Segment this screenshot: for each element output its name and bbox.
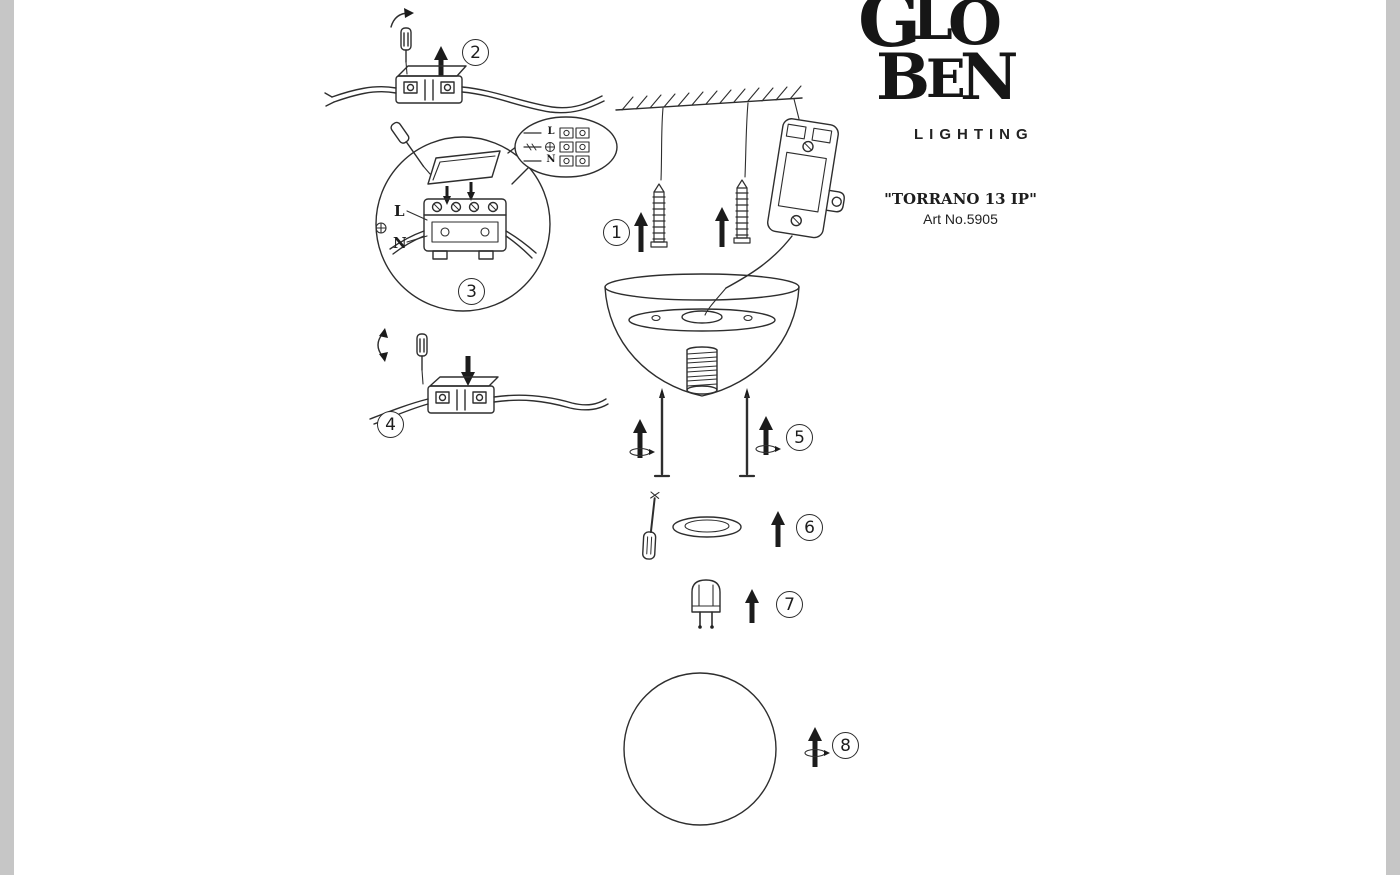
step1-ceiling-drawing xyxy=(615,85,803,252)
logo-letter-e: E xyxy=(926,49,966,110)
logo-letter-o: O xyxy=(948,0,1003,59)
step-number-2: 2 xyxy=(462,39,489,66)
page-edge-left xyxy=(0,0,14,875)
logo-letter-b: B xyxy=(876,40,931,115)
step3-junction-box-drawing xyxy=(375,116,618,312)
logo-letter-g: G xyxy=(858,0,922,64)
wall-anchor-icon xyxy=(650,183,668,248)
step5-screws-drawing xyxy=(629,388,781,478)
driver-box-drawing xyxy=(725,98,845,289)
inset-live-label: L xyxy=(547,126,555,137)
logo-letter-l: L xyxy=(912,0,953,53)
ground-icon xyxy=(545,142,555,152)
neutral-wire-label: N xyxy=(393,234,407,252)
live-wire-label: L xyxy=(394,202,405,220)
logo-subtitle: LIGHTING xyxy=(914,126,1034,143)
step-number-8: 8 xyxy=(832,732,859,759)
step4-connector-drawing xyxy=(369,328,609,425)
step-number-3: 3 xyxy=(458,278,485,305)
screwdriver-icon xyxy=(642,491,660,560)
logo-letter-n: N xyxy=(960,40,1019,115)
step-number-4: 4 xyxy=(377,411,404,438)
product-name: "TORRANO 13 IP" xyxy=(884,190,1037,208)
brand-logo: G L O B E N LIGHTING xyxy=(854,0,1028,160)
ground-icon xyxy=(375,222,387,234)
step8-globe-drawing xyxy=(623,672,830,826)
step-number-6: 6 xyxy=(796,514,823,541)
screwdriver-icon xyxy=(390,121,431,175)
step-number-1: 1 xyxy=(603,219,630,246)
step7-bulb-drawing xyxy=(691,579,759,629)
product-art-number: Art No.5905 xyxy=(923,211,998,227)
step2-connector-drawing xyxy=(324,8,605,114)
step-number-7: 7 xyxy=(776,591,803,618)
canopy-drawing xyxy=(604,273,800,397)
page-edge-right xyxy=(1386,0,1400,875)
step6-ring-drawing xyxy=(642,491,785,560)
inset-neutral-label: N xyxy=(546,154,556,165)
wall-anchor-icon xyxy=(733,179,751,244)
step-number-5: 5 xyxy=(786,424,813,451)
